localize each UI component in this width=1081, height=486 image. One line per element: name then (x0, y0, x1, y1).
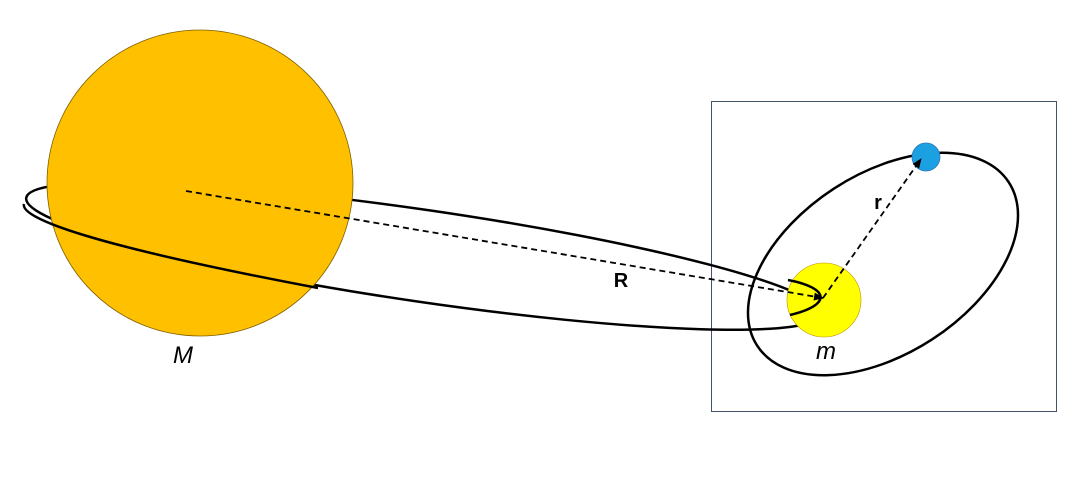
small-body-m (786, 262, 862, 338)
inner-orbit-ellipse (746, 151, 1020, 377)
vector-r-arrow (822, 158, 922, 299)
label-r: r (874, 192, 882, 214)
inset-frame (711, 101, 1057, 412)
large-body-M (46, 29, 354, 337)
vector-R-arrow (185, 190, 824, 301)
label-m: m (816, 338, 836, 365)
label-R: R (614, 270, 629, 292)
outer-orbit-front-arc (22, 203, 319, 290)
label-M: M (173, 342, 193, 369)
